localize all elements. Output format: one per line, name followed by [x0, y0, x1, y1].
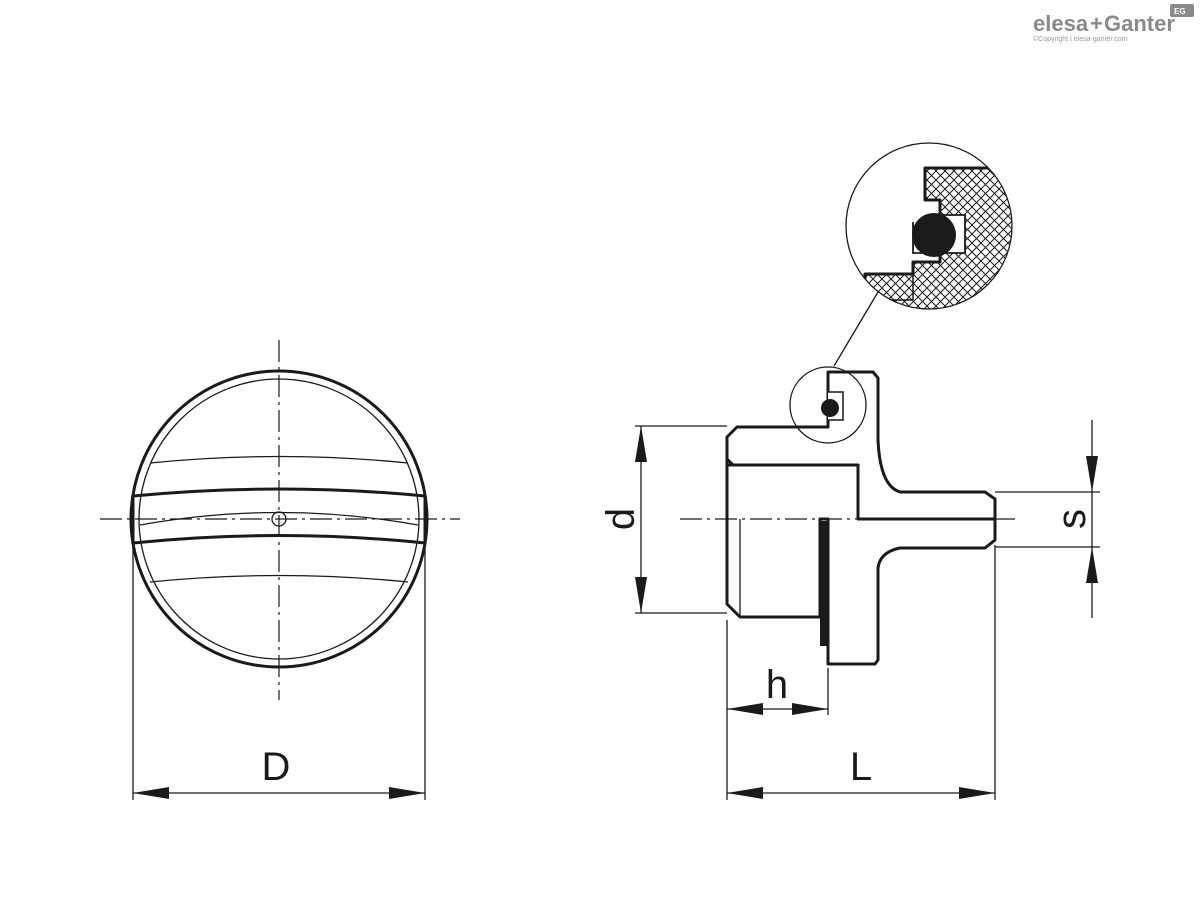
grip-lower-groove	[149, 574, 409, 583]
logo-copyright: ©Copyright | elesa-ganter.com	[1033, 35, 1128, 43]
grip-bar	[131, 487, 427, 545]
spigot-outline	[725, 457, 822, 619]
dim-L-label: L	[850, 745, 872, 789]
elesa-ganter-logo: elesa + Ganter EG ©Copyright | elesa-gan…	[1033, 4, 1194, 43]
side-view	[680, 291, 1015, 666]
detail-oring	[912, 213, 956, 257]
logo-brand-left: elesa	[1033, 11, 1089, 36]
logo-plus: +	[1090, 11, 1103, 36]
logo-brand-right: Ganter	[1104, 11, 1175, 36]
body-lower-outline	[818, 517, 997, 666]
front-view	[100, 340, 460, 700]
hatched-section	[725, 370, 997, 521]
dimension-s: s	[995, 420, 1100, 618]
dim-h-label: h	[766, 663, 788, 707]
dimension-D: D	[132, 545, 426, 800]
seal-face	[820, 521, 828, 646]
logo-badge-icon	[1170, 4, 1194, 17]
dim-d-label: d	[599, 508, 643, 530]
detail-circle	[845, 142, 1013, 310]
detail-leader-line	[833, 291, 879, 367]
dimension-d: d	[599, 425, 727, 614]
dim-s-label: s	[1050, 509, 1094, 529]
detail-view	[845, 142, 1013, 310]
detail-marker-circle	[789, 366, 867, 444]
oring-seal	[821, 399, 839, 417]
dim-D-label: D	[262, 745, 291, 789]
logo-badge: EG	[1174, 7, 1186, 16]
dimension-h: h	[727, 663, 829, 715]
